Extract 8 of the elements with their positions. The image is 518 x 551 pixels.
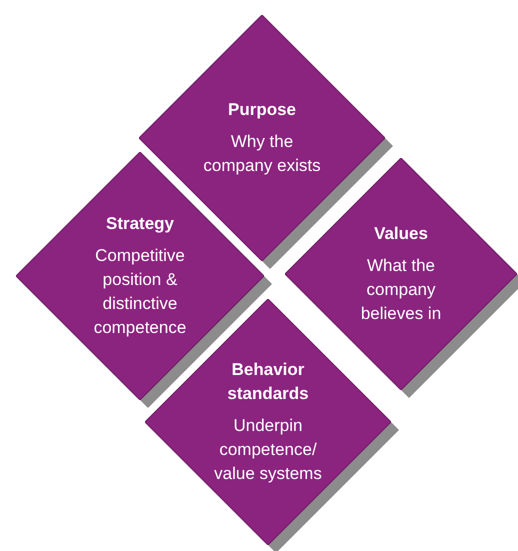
- heading: Behavior standards: [226, 359, 310, 405]
- description: Competitive position & distinctive competence: [92, 245, 188, 339]
- description: Underpin competence/ value systems: [213, 415, 323, 485]
- heading: Values: [373, 223, 429, 245]
- description: What the company believes in: [360, 255, 442, 325]
- heading: Strategy: [104, 213, 176, 235]
- description: Why the company exists: [202, 131, 322, 177]
- heading: Purpose: [226, 99, 298, 121]
